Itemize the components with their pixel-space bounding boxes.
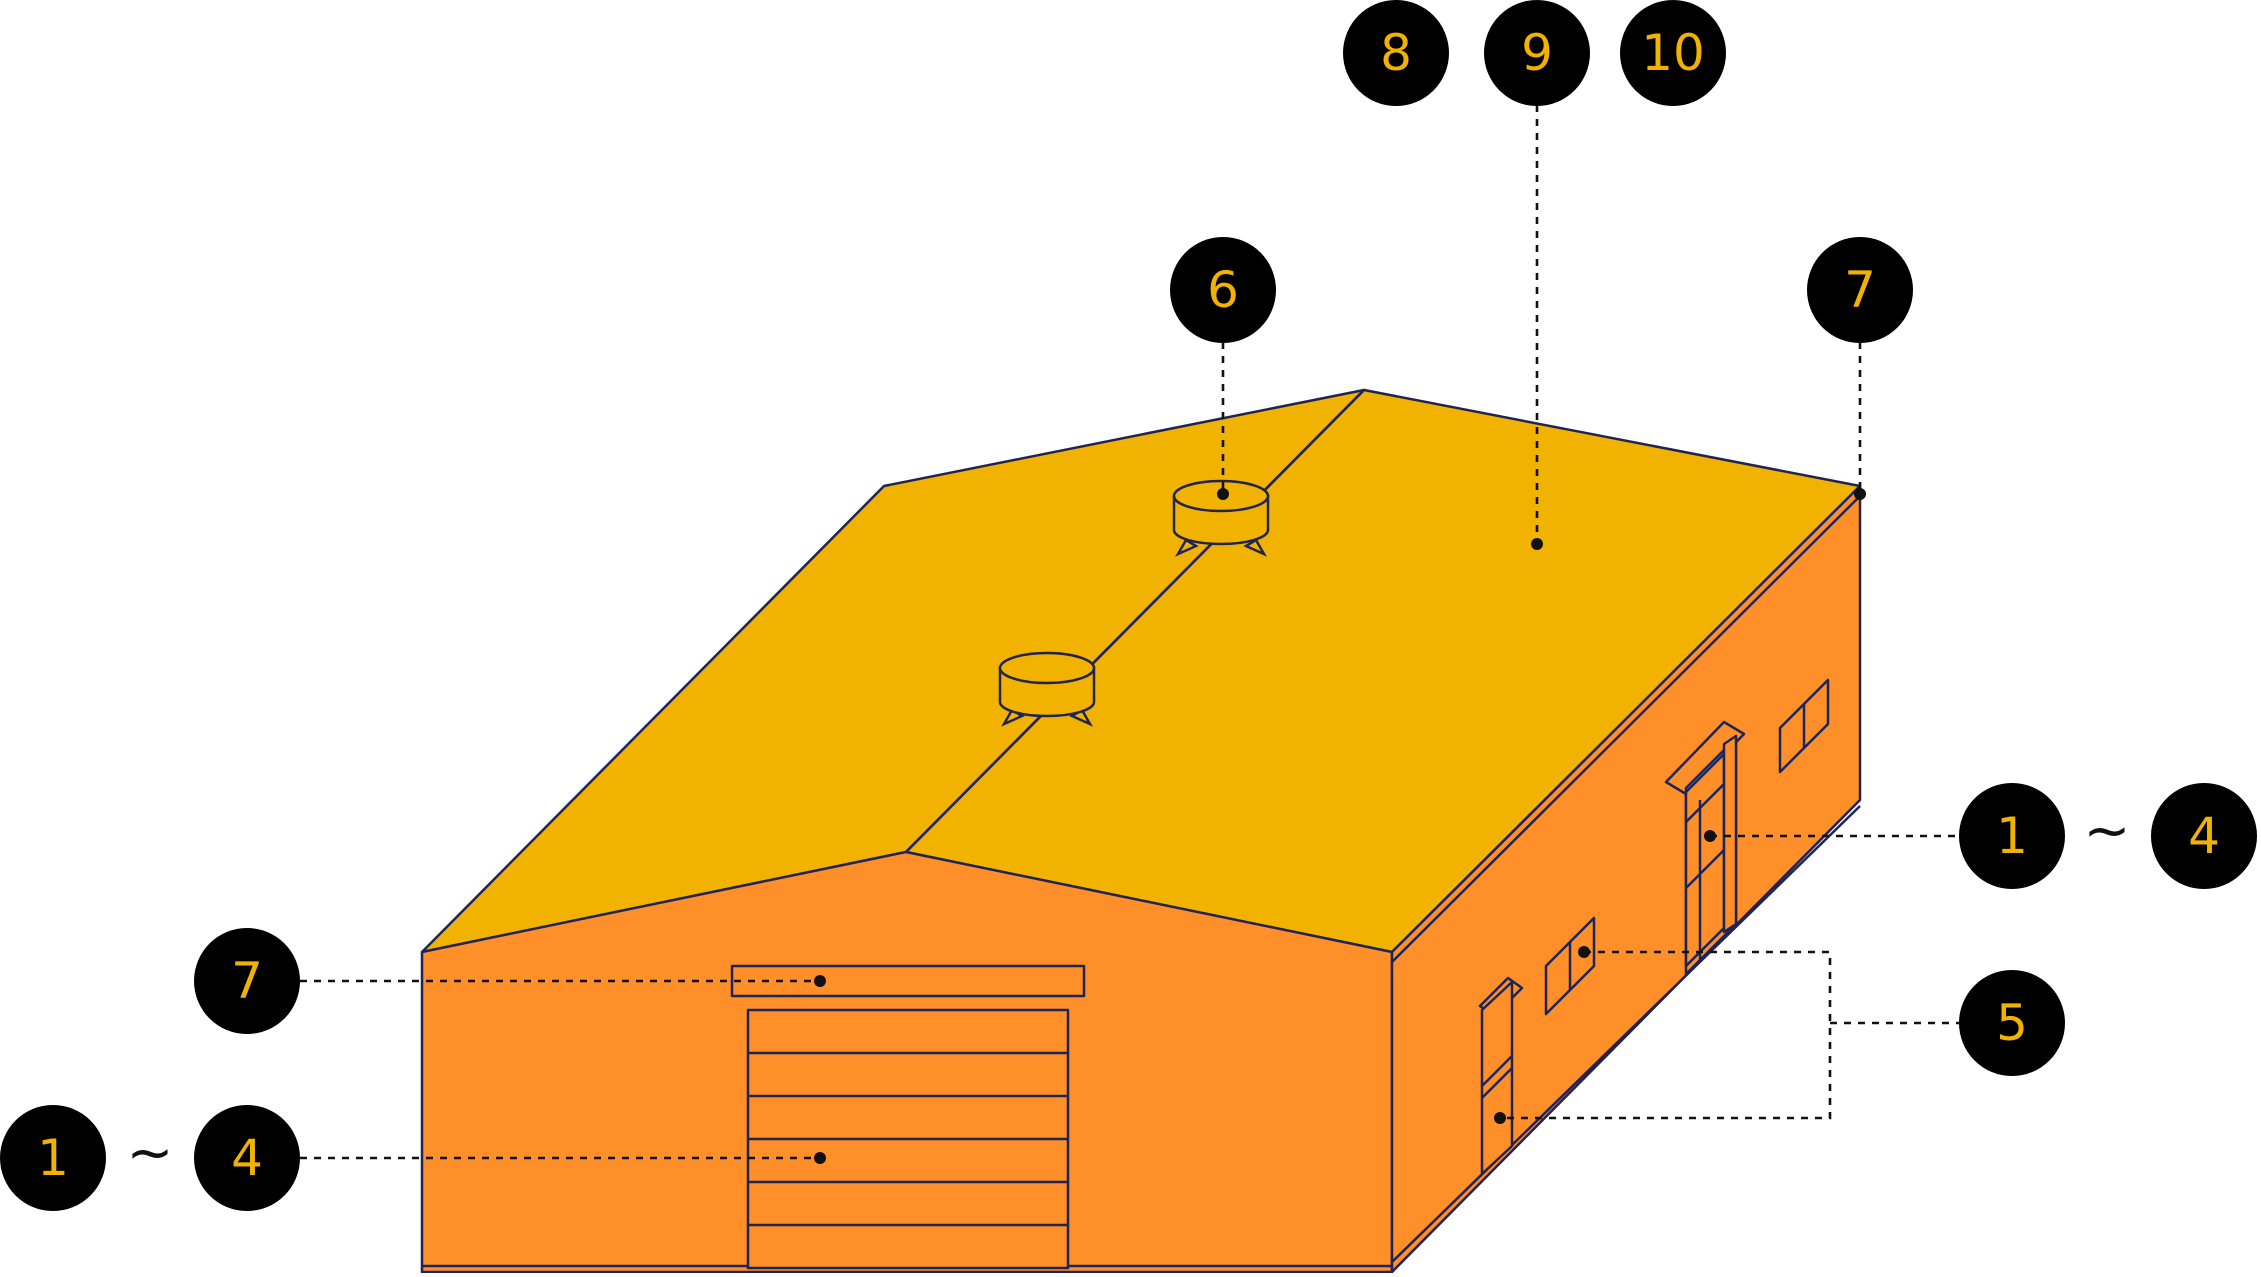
side-wall-eave <box>1391 495 1861 963</box>
small-door-rail <box>1481 1067 1513 1099</box>
callout-label: 9 <box>1521 24 1553 82</box>
anchor-dot <box>814 975 826 987</box>
callout-label: 10 <box>1641 24 1705 82</box>
callout-label: 7 <box>231 952 263 1010</box>
front-sign-panel <box>730 964 1086 998</box>
callout-label: 6 <box>1207 261 1239 319</box>
callout-side-door-range: 1 ~ 4 <box>1959 783 2257 889</box>
leader-windows-5 <box>1500 950 1832 1120</box>
callout-label: 1 <box>37 1129 69 1187</box>
callout-badge-10: 10 <box>1620 0 1726 106</box>
side-door-canopy <box>1664 720 1746 796</box>
callout-label: 8 <box>1380 24 1412 82</box>
side-door-jamb <box>1722 734 1738 934</box>
callout-badge-9: 9 <box>1484 0 1590 106</box>
callout-label: 7 <box>1844 261 1876 319</box>
roof-vent-lower <box>998 651 1096 727</box>
callout-front-door-range: 1 ~ 4 <box>0 1105 300 1211</box>
callout-label: 4 <box>231 1129 263 1187</box>
callout-badge-6: 6 <box>1170 237 1276 343</box>
vent-top <box>998 651 1096 685</box>
callout-label: 5 <box>1996 994 2028 1052</box>
side-wall-base <box>1391 805 1861 1263</box>
callout-badge-8: 8 <box>1343 0 1449 106</box>
front-sectional-door <box>746 1008 1070 1270</box>
warehouse-building <box>420 388 1862 1274</box>
anchor-dot <box>1704 830 1716 842</box>
callout-label: 1 <box>1996 807 2028 865</box>
callout-label: 4 <box>2188 807 2220 865</box>
anchor-dot <box>1217 488 1229 500</box>
range-tilde: ~ <box>2084 799 2131 864</box>
anchor-dot <box>1578 946 1590 958</box>
roof-ridge <box>905 389 1365 853</box>
anchor-dot <box>1531 538 1543 550</box>
callout-badge-7-corner: 7 <box>1807 237 1913 343</box>
anchor-dot <box>1494 1112 1506 1124</box>
anchor-dot <box>1854 488 1866 500</box>
leader-lines <box>300 105 1960 1160</box>
callout-badge-5: 5 <box>1959 970 2065 1076</box>
side-large-door <box>1664 720 1746 976</box>
callout-badge-7-front: 7 <box>194 928 300 1034</box>
anchor-dots <box>814 488 1866 1164</box>
vent-leg <box>1243 538 1267 557</box>
small-door-rail <box>1481 1055 1513 1087</box>
vent-leg <box>1175 538 1199 557</box>
side-window-lower <box>1544 916 1596 1016</box>
side-window-upper <box>1778 678 1830 774</box>
side-small-door <box>1478 976 1524 1176</box>
side-door-rail <box>1685 849 1725 889</box>
small-door-frame <box>1480 980 1514 1176</box>
anchor-dot <box>814 1152 826 1164</box>
side-door-leaf <box>1684 752 1726 968</box>
range-tilde: ~ <box>127 1121 174 1186</box>
side-door-rail <box>1685 783 1725 823</box>
